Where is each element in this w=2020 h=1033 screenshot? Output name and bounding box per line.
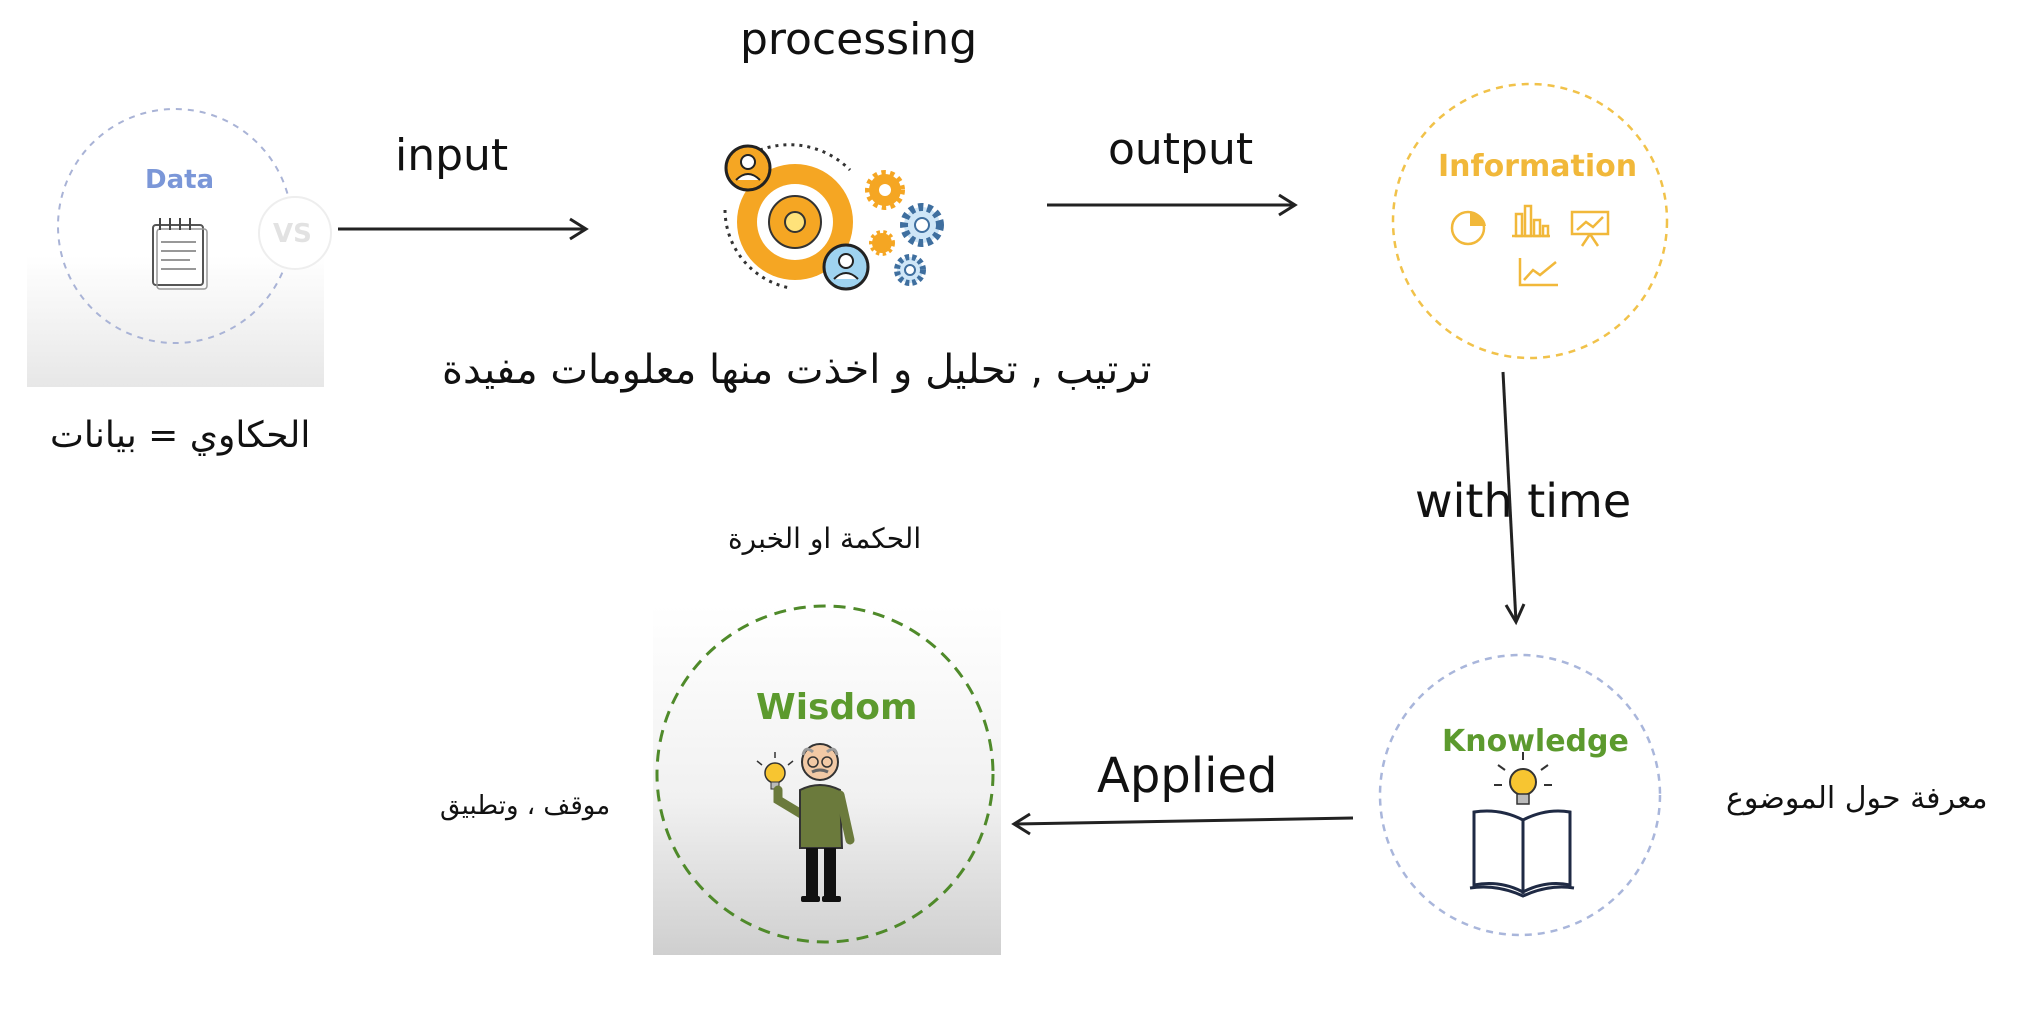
line-chart-icon: [1518, 258, 1558, 287]
processing-caption: ترتيب , تحليل و اخذت منها معلومات مفيدة: [442, 347, 1152, 393]
wisdom-node-title: Wisdom: [756, 687, 918, 728]
presentation-chart-icon: [1570, 210, 1610, 247]
notepad-icon: [152, 218, 208, 290]
information-node-circle: [1391, 82, 1669, 360]
with-time-arrow: [1501, 371, 1526, 626]
input-arrow: [338, 217, 589, 241]
input-label: input: [395, 130, 509, 181]
old-man-icon: [756, 743, 855, 902]
lightbulb-icon: [1494, 752, 1552, 805]
with-time-label: with time: [1415, 474, 1632, 528]
knowledge-node-circle: [1378, 653, 1662, 937]
pie-chart-icon: [1450, 210, 1486, 246]
applied-arrow: [1011, 812, 1354, 836]
vs-badge-circle: [258, 196, 332, 270]
applied-label: Applied: [1097, 748, 1278, 804]
bar-chart-icon: [1512, 204, 1550, 238]
data-caption: الحكاوي = بيانات: [50, 415, 311, 456]
output-label: output: [1108, 124, 1254, 175]
data-node-title: Data: [145, 165, 215, 195]
processing-title: processing: [740, 14, 978, 65]
output-arrow: [1047, 193, 1298, 217]
information-node-title: Information: [1438, 149, 1638, 184]
wisdom-caption-side: موقف ، وتطبيق: [440, 791, 611, 821]
wisdom-caption-top: الحكمة او الخبرة: [728, 522, 922, 555]
open-book-icon: [1469, 809, 1575, 898]
vs-badge-label: VS: [273, 219, 312, 249]
knowledge-caption: معرفة حول الموضوع: [1726, 781, 1988, 816]
wisdom-node-circle: [655, 604, 995, 944]
knowledge-node-title: Knowledge: [1442, 724, 1629, 759]
